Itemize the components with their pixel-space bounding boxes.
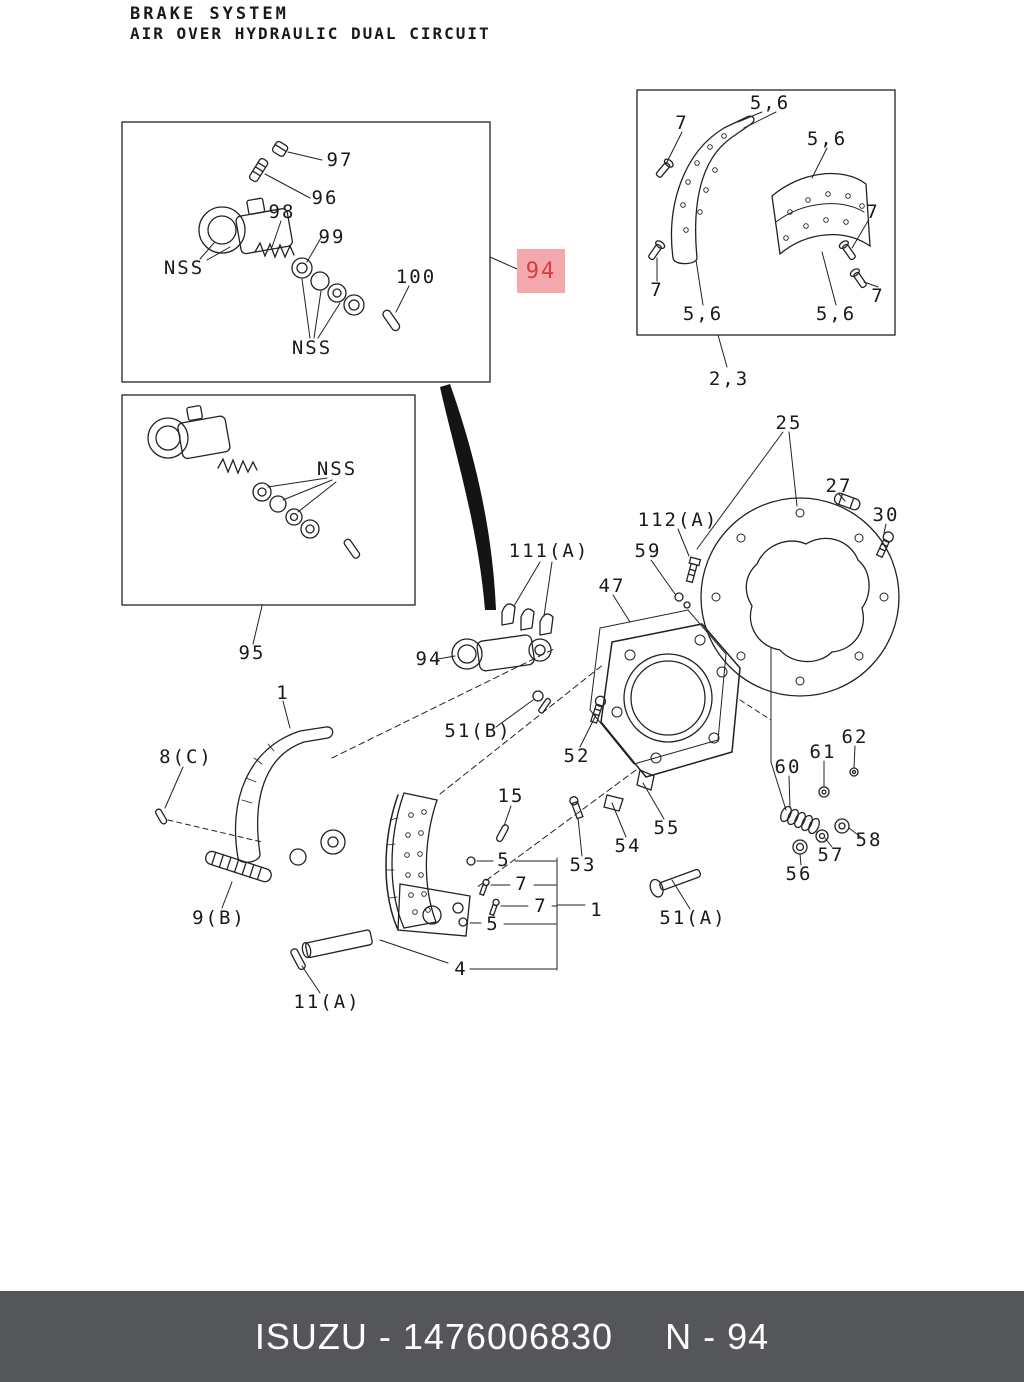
part-label-98: 98 [268, 201, 296, 223]
part-label-56: 56 [785, 863, 813, 885]
part-label-54: 54 [614, 835, 642, 857]
part-label-94-assembly: 94 [415, 648, 443, 670]
part-label-27: 27 [825, 475, 853, 497]
part-label-nss-kit94-left: NSS [163, 257, 205, 279]
part-label-7-e: 7 [515, 873, 529, 895]
part-label-1-right: 1 [590, 899, 604, 921]
part-label-5-6-a: 5,6 [749, 92, 791, 114]
part-label-7-c: 7 [650, 279, 664, 301]
part-label-51a: 51(A) [659, 907, 727, 929]
part-label-99: 99 [318, 226, 346, 248]
part-label-7-b: 7 [866, 201, 880, 223]
part-label-nss-kit94-bottom: NSS [291, 337, 333, 359]
part-label-1-left: 1 [276, 682, 290, 704]
highlighted-part-label-94: 94 [517, 249, 565, 293]
part-label-15: 15 [497, 785, 525, 807]
part-label-51b: 51(B) [444, 720, 512, 742]
inset-box-kit-94 [121, 121, 518, 383]
pointer-swoosh [440, 384, 496, 610]
inset-box-kit-95 [121, 394, 416, 645]
part-label-97: 97 [326, 149, 354, 171]
part-label-96: 96 [311, 187, 339, 209]
part-label-30: 30 [872, 504, 900, 526]
part-label-61: 61 [809, 741, 837, 763]
part-label-5-6-b: 5,6 [806, 128, 848, 150]
part-label-7-f: 7 [534, 895, 548, 917]
part-label-9b: 9(B) [192, 907, 246, 929]
part-label-11a: 11(A) [293, 991, 361, 1013]
footer-bar: ISUZU - 1476006830 N - 94 [0, 1291, 1024, 1382]
part-label-60: 60 [774, 756, 802, 778]
part-label-55: 55 [653, 817, 681, 839]
footer-page-ref: N - 94 [665, 1315, 770, 1357]
part-label-nss-kit95: NSS [316, 458, 358, 480]
footer-part-number: ISUZU - 1476006830 [254, 1315, 614, 1357]
part-label-95: 95 [238, 642, 266, 664]
title-line1: BRAKE SYSTEM [130, 4, 289, 24]
main-assembly [154, 431, 900, 994]
part-label-111a: 111(A) [508, 540, 590, 562]
part-label-5-6-d: 5,6 [815, 303, 857, 325]
part-label-53: 53 [569, 854, 597, 876]
part-label-59: 59 [634, 540, 662, 562]
part-label-5-e: 5 [497, 849, 511, 871]
part-label-5-f: 5 [486, 913, 500, 935]
title-line2: AIR OVER HYDRAULIC DUAL CIRCUIT [130, 24, 491, 44]
part-label-8c: 8(C) [159, 746, 213, 768]
part-label-47: 47 [598, 575, 626, 597]
part-label-62: 62 [841, 726, 869, 748]
part-label-4: 4 [454, 958, 468, 980]
part-label-7-d: 7 [871, 285, 885, 307]
part-label-112a: 112(A) [637, 509, 719, 531]
part-label-25: 25 [775, 412, 803, 434]
part-label-100: 100 [395, 266, 437, 288]
inset-box-brake-shoes [636, 89, 896, 368]
part-label-5-6-c: 5,6 [682, 303, 724, 325]
part-label-57: 57 [817, 844, 845, 866]
part-label-7-a: 7 [675, 112, 689, 134]
part-label-52: 52 [563, 745, 591, 767]
part-label-58: 58 [855, 829, 883, 851]
part-label-2-3: 2,3 [708, 368, 750, 390]
